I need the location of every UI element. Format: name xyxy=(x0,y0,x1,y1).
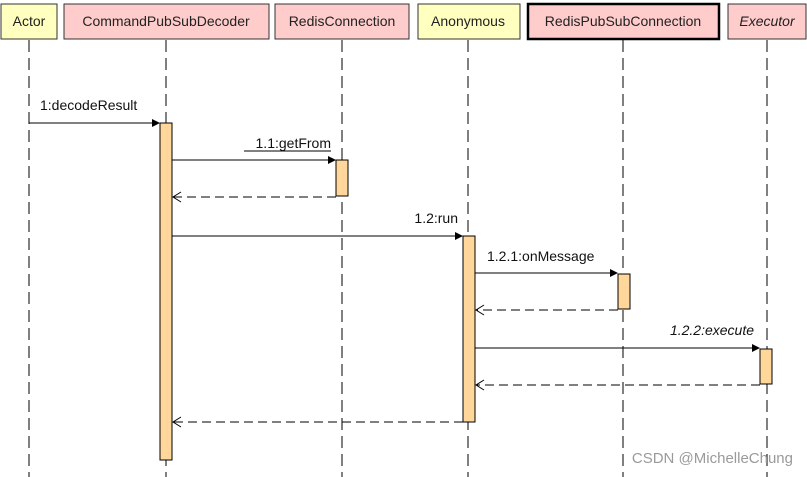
participant-actor: Actor xyxy=(0,3,58,40)
participant-label-actor: Actor xyxy=(13,13,46,29)
participant-command-pubsub-decoder: CommandPubSubDecoder xyxy=(63,3,270,40)
message-get-from: 1.1:getFrom xyxy=(172,135,336,164)
message-label-decode-result: 1:decodeResult xyxy=(40,97,137,113)
participant-label-redis-connection: RedisConnection xyxy=(289,13,396,29)
participant-label-redis-pubsub-connection: RedisPubSubConnection xyxy=(545,13,701,29)
activation-redis-connection xyxy=(335,159,349,197)
participant-redis-pubsub-connection: RedisPubSubConnection xyxy=(526,2,721,41)
participant-label-anonymous: Anonymous xyxy=(431,13,505,29)
return-execute xyxy=(475,379,760,391)
participant-anonymous: Anonymous xyxy=(417,3,521,40)
activation-executor xyxy=(759,348,773,385)
message-label-execute: 1.2.2:execute xyxy=(670,322,754,338)
message-label-get-from: 1.1:getFrom xyxy=(256,135,331,151)
activation-anonymous xyxy=(462,235,476,423)
participant-executor: Executor xyxy=(727,3,807,40)
return-run xyxy=(172,416,463,428)
return-get-from xyxy=(172,191,336,203)
message-decode-result: 1:decodeResult xyxy=(29,97,160,127)
activation-redis-pubsub-connection xyxy=(617,273,631,310)
message-label-on-message: 1.2.1:onMessage xyxy=(487,248,595,264)
participant-label-executor: Executor xyxy=(739,13,796,29)
participant-redis-connection: RedisConnection xyxy=(274,3,410,40)
participant-label-command-pubsub-decoder: CommandPubSubDecoder xyxy=(82,13,250,29)
message-run: 1.2:run xyxy=(172,210,463,240)
message-on-message: 1.2.1:onMessage xyxy=(475,248,618,277)
message-execute: 1.2.2:execute xyxy=(475,322,760,352)
return-on-message xyxy=(475,304,618,316)
activation-command-pubsub-decoder xyxy=(159,122,173,461)
message-label-run: 1.2:run xyxy=(414,210,458,226)
watermark: CSDN @MichelleChung xyxy=(631,450,793,467)
